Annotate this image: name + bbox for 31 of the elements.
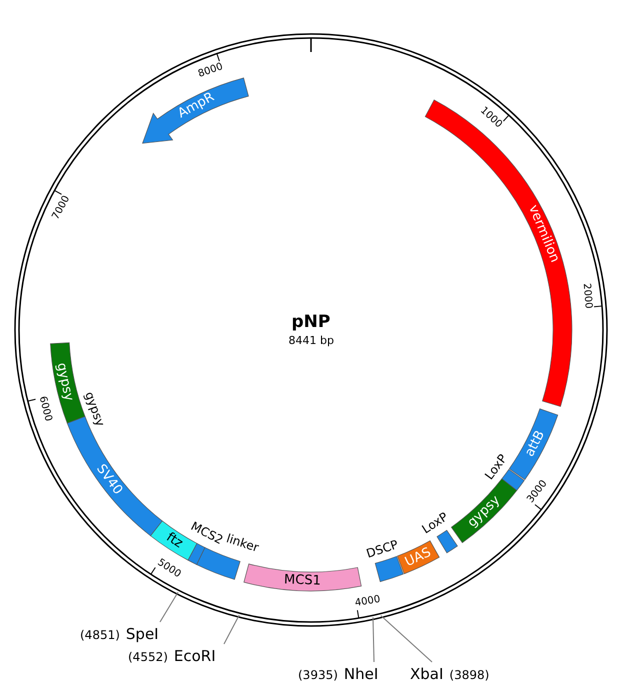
tick-label: 7000 xyxy=(49,192,74,222)
feature-name: ftz xyxy=(163,530,185,552)
tick-label: 2000 xyxy=(580,282,596,309)
site-position: (4851) xyxy=(80,628,120,642)
site-position: (4552) xyxy=(128,650,168,664)
tick-label: 8000 xyxy=(196,60,225,82)
feature-arc xyxy=(424,98,573,408)
leader-line xyxy=(160,592,178,622)
feature-label: linker xyxy=(224,531,260,555)
feature-name: gypsy xyxy=(54,362,76,403)
feature-arc xyxy=(396,539,441,575)
feature-name: attB xyxy=(522,428,548,460)
site-position: (3935) xyxy=(298,668,338,682)
leader-line xyxy=(224,614,240,644)
site-position: (3898) xyxy=(449,668,490,682)
tick-label: 4000 xyxy=(354,593,382,612)
feature-arc xyxy=(508,407,559,481)
tick-label: 6000 xyxy=(36,394,55,424)
plasmid-size: 8441 bp xyxy=(288,334,334,348)
feature-name: UAS xyxy=(402,546,433,570)
enzyme-name: XbaI xyxy=(410,665,444,683)
enzyme-name: EcoRI xyxy=(174,647,216,665)
feature-label: gypsy xyxy=(82,390,108,428)
feature-name: MCS1 xyxy=(284,574,322,589)
leader-line xyxy=(372,616,374,662)
feature-arc xyxy=(242,562,363,592)
enzyme-name: NheI xyxy=(344,665,378,683)
leader-line xyxy=(380,615,432,662)
plasmid-name: pNP xyxy=(292,312,330,332)
enzyme-name: SpeI xyxy=(126,625,159,643)
feature-label: DSCP xyxy=(364,537,400,560)
